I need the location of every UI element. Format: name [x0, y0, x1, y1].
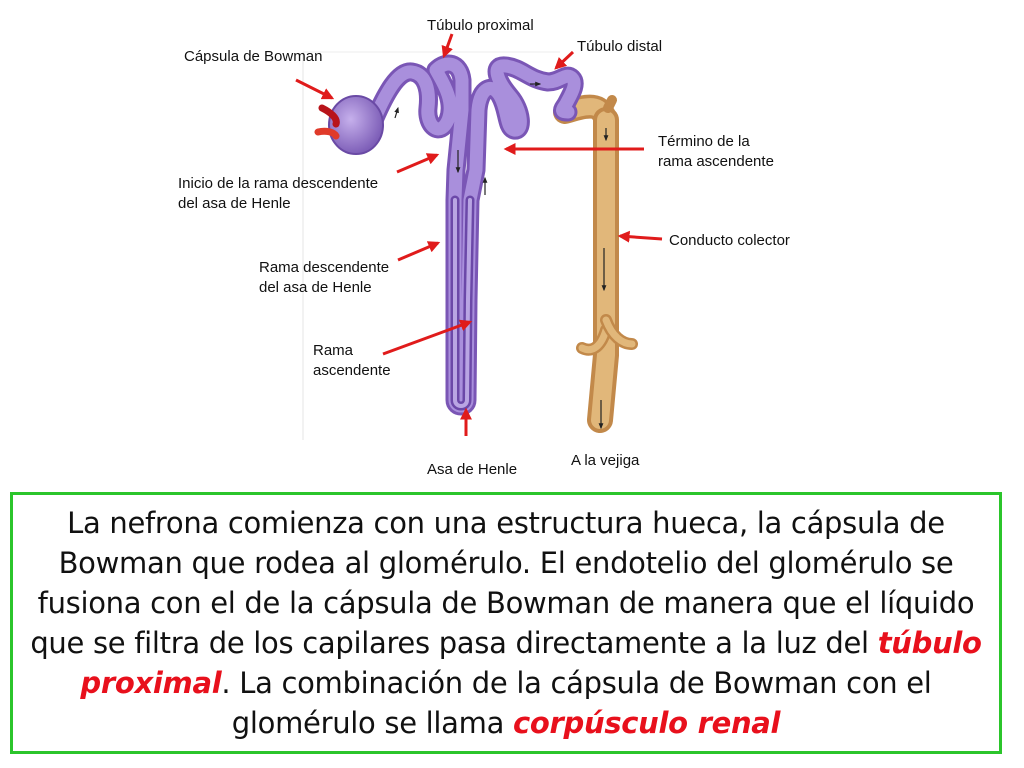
- label-arrows: [295, 33, 663, 436]
- highlight-corpusculo-renal: corpúsculo renal: [513, 706, 781, 740]
- label-rama-ascendente: Rama ascendente: [313, 342, 391, 379]
- paragraph-part-2: . La combinación de la cápsula de Bowman…: [221, 666, 932, 740]
- nephron-tubule: [365, 54, 584, 416]
- label-rama-descendente: Rama descendente del asa de Henle: [259, 259, 390, 296]
- label-capsula-bowman: Cápsula de Bowman: [184, 48, 323, 65]
- label-inicio-rama-descendente: Inicio de la rama descendente del asa de…: [178, 175, 379, 212]
- highlight-tubulo-proximal: túbulo proximal: [80, 626, 982, 700]
- label-conducto-colector: Conducto colector: [669, 232, 790, 249]
- description-paragraph: La nefrona comienza con una estructura h…: [27, 503, 985, 743]
- label-tubulo-distal: Túbulo distal: [577, 38, 663, 55]
- bowman-capsule: [314, 95, 384, 155]
- description-box: La nefrona comienza con una estructura h…: [10, 492, 1002, 754]
- label-tubulo-proximal: Túbulo proximal: [427, 17, 534, 34]
- nephron-diagram: [295, 33, 663, 440]
- label-a-la-vejiga: A la vejiga: [571, 452, 640, 469]
- label-asa-henle: Asa de Henle: [427, 461, 518, 478]
- label-termino-rama-ascendente: Término de la rama ascendente: [658, 133, 774, 170]
- paragraph-part-1: La nefrona comienza con una estructura h…: [30, 506, 975, 660]
